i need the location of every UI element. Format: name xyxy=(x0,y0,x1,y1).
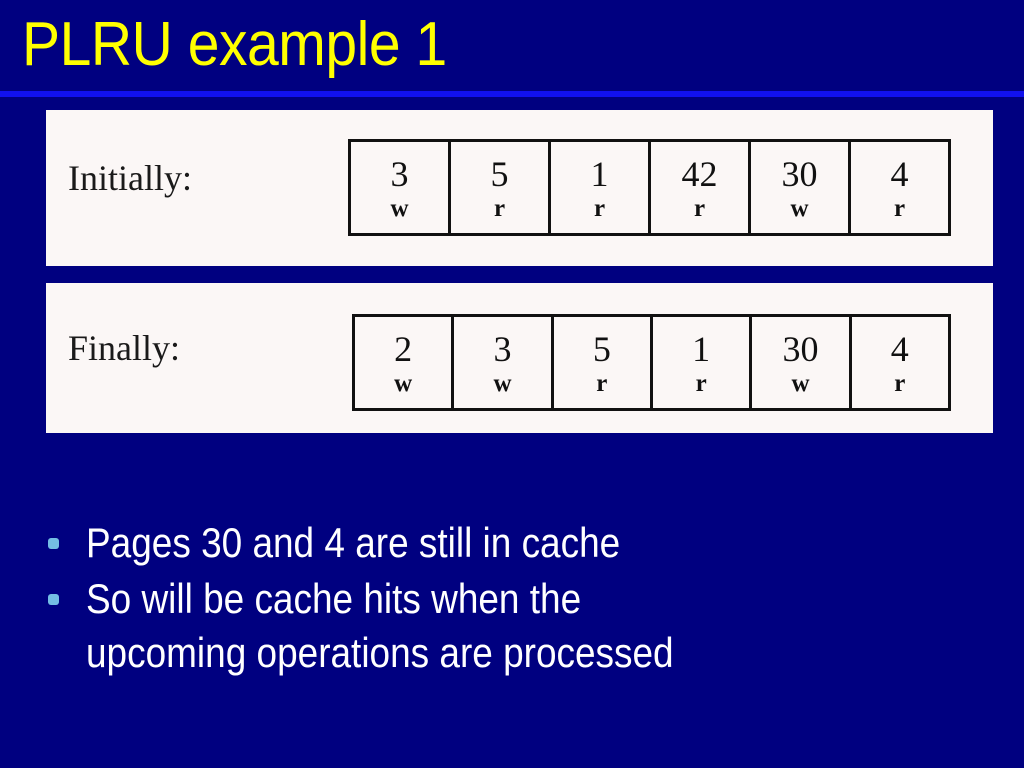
table-cell: 4 r xyxy=(848,317,948,408)
table-cell: 5 r xyxy=(550,317,650,408)
cell-operation: w xyxy=(493,369,512,397)
table-cell: 30 w xyxy=(749,317,848,408)
table-cell: 2 w xyxy=(355,317,451,408)
list-item: Pages 30 and 4 are still in cache xyxy=(36,516,996,570)
cell-page-number: 2 xyxy=(394,328,413,369)
table-cell: 42 r xyxy=(648,142,748,233)
cell-operation: r xyxy=(695,369,707,397)
cell-operation: r xyxy=(894,369,906,397)
cell-page-number: 5 xyxy=(490,153,509,194)
table-cell: 1 r xyxy=(548,142,648,233)
bullet-list: Pages 30 and 4 are still in cache So wil… xyxy=(36,516,996,682)
row-label-initially: Initially: xyxy=(68,158,192,198)
cell-operation: r xyxy=(693,194,706,222)
sequence-table-initially: 3 w 5 r 1 r 42 r 30 w 4 r xyxy=(348,139,951,236)
panel-initially: Initially: 3 w 5 r 1 r 42 r 30 w xyxy=(46,110,993,266)
table-cell: 3 w xyxy=(451,317,550,408)
cell-operation: r xyxy=(593,194,606,222)
cell-operation: w xyxy=(791,369,810,397)
cell-operation: r xyxy=(493,194,506,222)
table-cell: 30 w xyxy=(748,142,848,233)
bullet-dot-icon xyxy=(48,538,59,549)
sequence-table-finally: 2 w 3 w 5 r 1 r 30 w 4 r xyxy=(352,314,951,411)
cell-operation: r xyxy=(893,194,906,222)
title-divider xyxy=(0,91,1024,97)
cell-page-number: 3 xyxy=(390,153,409,194)
cell-page-number: 30 xyxy=(781,153,818,194)
bullet-text: Pages 30 and 4 are still in cache xyxy=(86,519,621,566)
cell-page-number: 4 xyxy=(890,328,909,369)
cell-page-number: 30 xyxy=(782,328,819,369)
row-label-finally: Finally: xyxy=(68,328,181,368)
bullet-text: So will be cache hits when the upcoming … xyxy=(86,575,674,676)
cell-page-number: 3 xyxy=(493,328,512,369)
table-cell: 4 r xyxy=(848,142,948,233)
cell-page-number: 1 xyxy=(590,153,609,194)
cell-page-number: 5 xyxy=(592,328,611,369)
cell-page-number: 42 xyxy=(681,153,718,194)
bullet-dot-icon xyxy=(48,594,59,605)
page-title: PLRU example 1 xyxy=(22,10,447,79)
cell-page-number: 1 xyxy=(692,328,711,369)
list-item: So will be cache hits when the upcoming … xyxy=(36,572,996,680)
table-cell: 3 w xyxy=(351,142,448,233)
cell-page-number: 4 xyxy=(890,153,909,194)
panel-finally: Finally: 2 w 3 w 5 r 1 r 30 w xyxy=(46,283,993,433)
cell-operation: r xyxy=(596,369,608,397)
cell-operation: w xyxy=(394,369,413,397)
cell-operation: w xyxy=(390,194,409,222)
table-cell: 5 r xyxy=(448,142,548,233)
table-cell: 1 r xyxy=(649,317,749,408)
cell-operation: w xyxy=(790,194,809,222)
